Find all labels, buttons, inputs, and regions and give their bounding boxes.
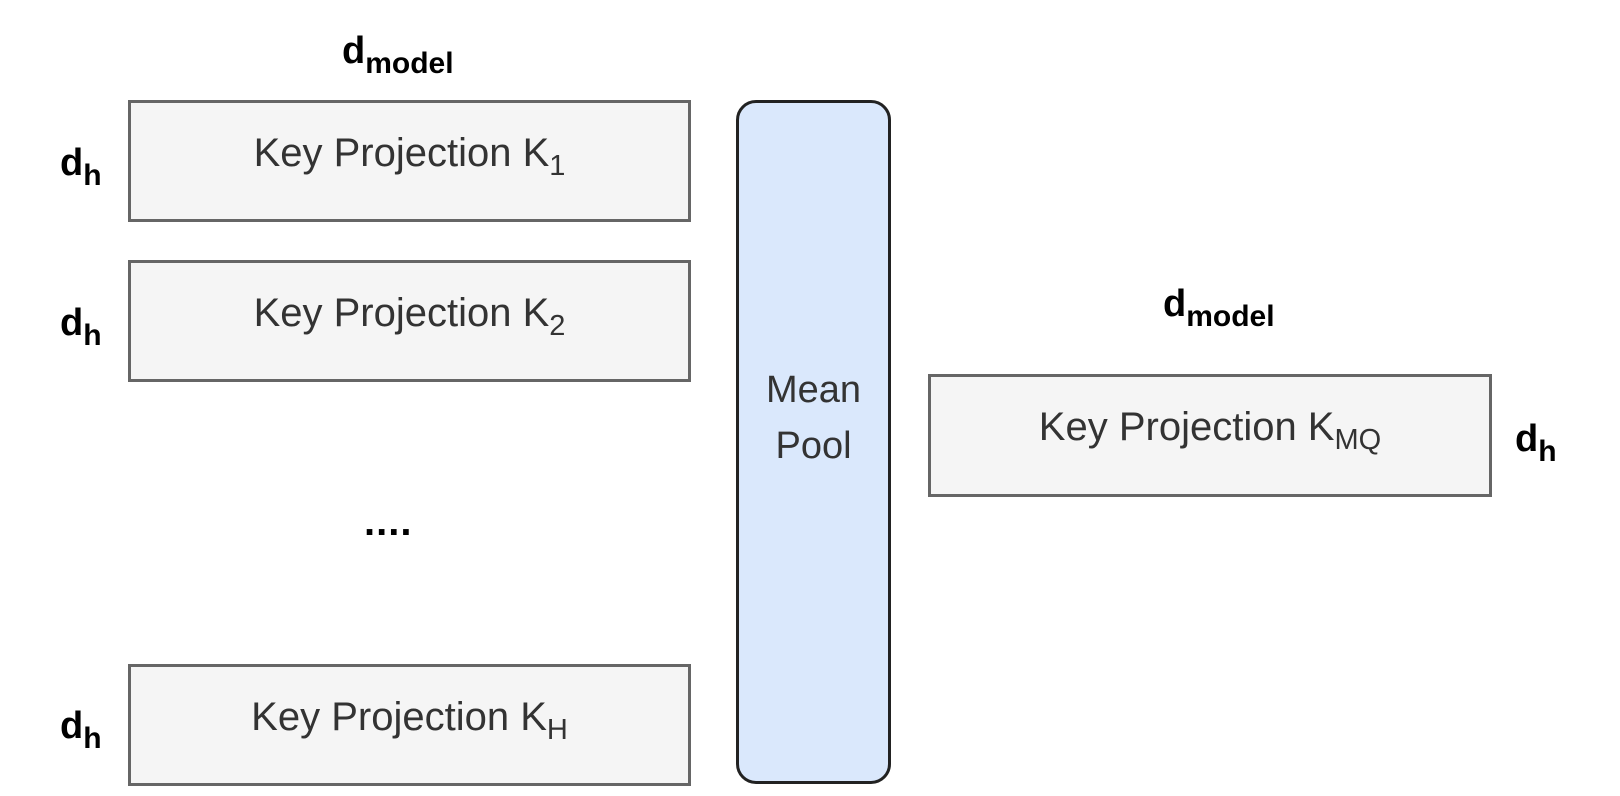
left-dmodel-base: d — [342, 30, 366, 72]
ellipsis: .... — [364, 500, 413, 544]
kh-sub: H — [546, 713, 568, 746]
kh-label: Key Projection K — [251, 694, 547, 739]
left-dmodel-label: dmodel — [342, 30, 454, 79]
kmq-label: Key Projection K — [1038, 405, 1335, 449]
kmq-dh-label: dh — [1515, 418, 1557, 467]
key-projection-k2-box: Key Projection K2 — [128, 260, 691, 382]
k2-label: Key Projection K — [253, 290, 550, 335]
k1-dh-sub: h — [83, 159, 102, 192]
kh-dh-sub: h — [83, 722, 102, 755]
key-projection-kh-box: Key Projection KH — [128, 664, 691, 786]
kmq-sub: MQ — [1334, 424, 1382, 456]
mean-pool-line2: Pool — [775, 425, 852, 467]
mean-pool-line1: Mean — [765, 369, 862, 411]
k1-label: Key Projection K — [253, 130, 550, 175]
kh-dh-label: dh — [60, 705, 102, 754]
key-projection-kmq-box: Key Projection KMQ — [928, 374, 1492, 497]
k2-dh-base: d — [60, 302, 84, 344]
k2-dh-sub: h — [83, 319, 102, 352]
k2-dh-label: dh — [60, 302, 102, 351]
right-dmodel-label: dmodel — [1163, 283, 1275, 332]
left-dmodel-sub: model — [365, 47, 454, 80]
kmq-dh-base: d — [1515, 418, 1539, 460]
right-dmodel-sub: model — [1186, 300, 1275, 333]
kmq-dh-sub: h — [1538, 435, 1557, 468]
key-projection-k1-box: Key Projection K1 — [128, 100, 691, 222]
k1-sub: 1 — [549, 149, 566, 182]
mean-pool-block: Mean Pool — [736, 100, 891, 784]
k1-dh-base: d — [60, 142, 84, 184]
right-dmodel-base: d — [1163, 283, 1187, 325]
kh-dh-base: d — [60, 705, 84, 747]
k2-sub: 2 — [549, 309, 566, 342]
k1-dh-label: dh — [60, 142, 102, 191]
